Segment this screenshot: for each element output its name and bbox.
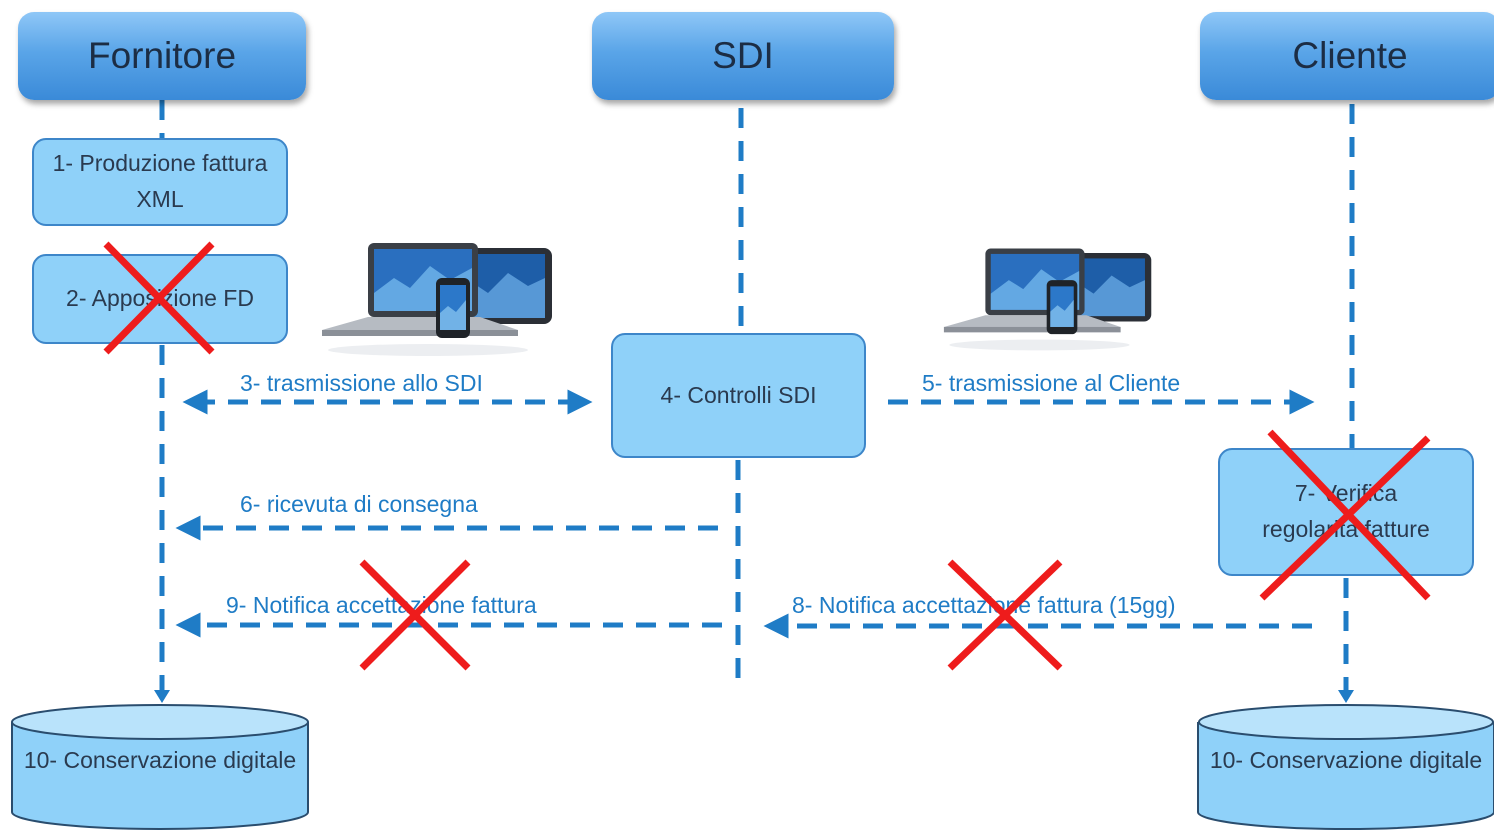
arrow-8-label: 8- Notifica accettazione fattura (15gg) (792, 592, 1176, 618)
lane-header-fornitore: Fornitore (18, 12, 306, 100)
step-1-box: 1- Produzione fattura XML (32, 138, 288, 226)
lane-header-sdi: SDI (592, 12, 894, 100)
devices-icon (943, 248, 1152, 351)
arrowhead-cliente-storage (1338, 690, 1354, 703)
lane-header-cliente: Cliente (1200, 12, 1494, 100)
storage-cylinder-right (1197, 704, 1494, 830)
step-10-right-label: 10- Conservazione digitale (1209, 747, 1483, 773)
storage-cylinder-left (11, 704, 309, 830)
arrow-6-label: 6- ricevuta di consegna (240, 491, 478, 517)
arrow-3-label: 3- trasmissione allo SDI (240, 370, 483, 396)
step-7-box: 7- Verifica regolarità fatture (1218, 448, 1474, 576)
arrow-5-label: 5- trasmissione al Cliente (922, 370, 1181, 396)
arrow-9-label: 9- Notifica accettazione fattura (226, 592, 537, 618)
step-2-box: 2- Apposizione FD (32, 254, 288, 344)
step-10-left-label: 10- Conservazione digitale (23, 747, 297, 773)
arrowhead-fornitore-storage (154, 690, 170, 703)
devices-icon (322, 243, 552, 356)
step-4-box: 4- Controlli SDI (611, 333, 866, 458)
